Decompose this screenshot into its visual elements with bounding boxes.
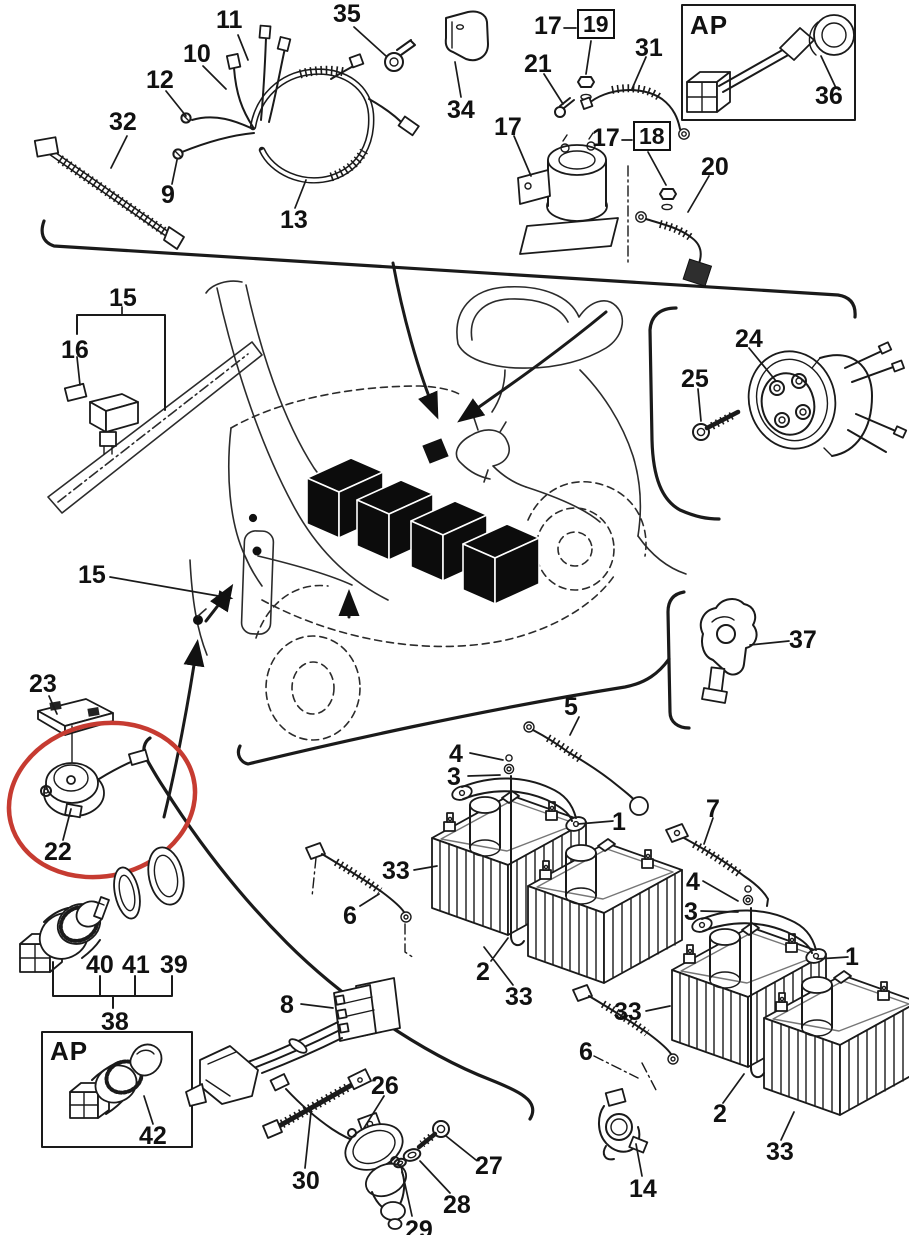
part-label-6-g2: 6 [579, 1038, 593, 1066]
solenoid-17-art [517, 76, 713, 287]
part-label-30: 30 [292, 1167, 320, 1195]
part-label-34: 34 [447, 96, 475, 124]
strap-32-art [33, 136, 185, 250]
wire-30-art [262, 1068, 372, 1144]
part-label-10: 10 [183, 40, 211, 68]
part-label-42: 42 [139, 1122, 167, 1150]
part-label-27: 27 [475, 1152, 503, 1180]
part-label-36: 36 [815, 82, 843, 110]
part-label-8: 8 [280, 991, 294, 1019]
part-label-16: 16 [61, 336, 89, 364]
part-label-33-g2b: 33 [766, 1138, 794, 1166]
part-label-5: 5 [564, 693, 578, 721]
ap-inset-top-label: AP [690, 10, 729, 40]
vehicle-outline [47, 280, 687, 741]
washer-28-art [402, 1148, 422, 1162]
part-label-33-g1a: 33 [382, 857, 410, 885]
part-label-31: 31 [635, 34, 663, 62]
bracket-34-art [444, 10, 489, 62]
part-label-21: 21 [524, 50, 552, 78]
part-label-4-g2: 4 [686, 868, 700, 896]
part-label-2-g1: 2 [476, 958, 490, 986]
part-label-11: 11 [216, 6, 243, 34]
part-label-15-mid: 15 [78, 561, 106, 589]
part-label-4-g1: 4 [449, 740, 463, 768]
part-label-28: 28 [443, 1191, 471, 1219]
screw-35-art [384, 39, 416, 72]
part-label-37: 37 [789, 626, 817, 654]
part-label-25: 25 [681, 365, 709, 393]
part-label-18-boxed: 18 [633, 121, 671, 151]
clip-37-art [699, 598, 758, 704]
part-label-3-g2: 3 [684, 898, 698, 926]
part-label-22: 22 [44, 838, 72, 866]
part-label-41: 41 [122, 951, 150, 979]
leader-lines [48, 26, 849, 1217]
part-label-17-18: 17 [592, 124, 620, 152]
part-label-35: 35 [333, 0, 361, 28]
part-label-20: 20 [701, 153, 729, 181]
part-label-24: 24 [735, 325, 763, 353]
connector-8-art [185, 977, 401, 1107]
part-label-32: 32 [109, 108, 137, 136]
part-label-38: 38 [101, 1008, 129, 1036]
receptacle-26-art [344, 1112, 407, 1230]
reference-arrows [162, 261, 608, 819]
part-label-26: 26 [371, 1072, 399, 1100]
part-label-2-g2: 2 [713, 1100, 727, 1128]
part-label-39: 39 [160, 951, 188, 979]
ap-inset-top [681, 4, 856, 121]
part-label-1-g1: 1 [612, 808, 626, 836]
part-label-1-g2: 1 [845, 943, 859, 971]
part-label-17-19: 17 [534, 12, 562, 40]
bolt-27-art [416, 1120, 450, 1150]
part-label-3-g1: 3 [447, 763, 461, 791]
part-label-12: 12 [146, 66, 174, 94]
battery-group-1 [306, 721, 683, 984]
part-label-29: 29 [405, 1216, 433, 1235]
clamp-14-art [598, 1087, 649, 1161]
ap-inset-bottom [41, 1031, 193, 1148]
key-switch-38-art [19, 846, 185, 1009]
part-label-6-g1: 6 [343, 902, 357, 930]
part-label-33-g2a: 33 [614, 998, 642, 1026]
part-label-15-top: 15 [109, 284, 137, 312]
part-label-19-boxed: 19 [577, 9, 615, 39]
part-label-9: 9 [161, 181, 175, 209]
part-label-23: 23 [29, 670, 57, 698]
part-label-13: 13 [280, 206, 308, 234]
section-dividers [40, 219, 857, 1121]
ap-inset-bottom-label: AP [50, 1036, 89, 1066]
connector-24-art [692, 341, 908, 457]
washer-29-art [393, 1157, 407, 1169]
buzzer-22-art [40, 725, 150, 819]
part-label-40: 40 [86, 951, 114, 979]
part-label-14: 14 [629, 1175, 657, 1203]
part-label-17: 17 [494, 113, 522, 141]
harness-13-art [172, 24, 420, 184]
battery-group-2 [573, 823, 909, 1116]
part-label-7: 7 [706, 795, 720, 823]
part-label-33-g1b: 33 [505, 983, 533, 1011]
relay-16-art [63, 314, 166, 455]
